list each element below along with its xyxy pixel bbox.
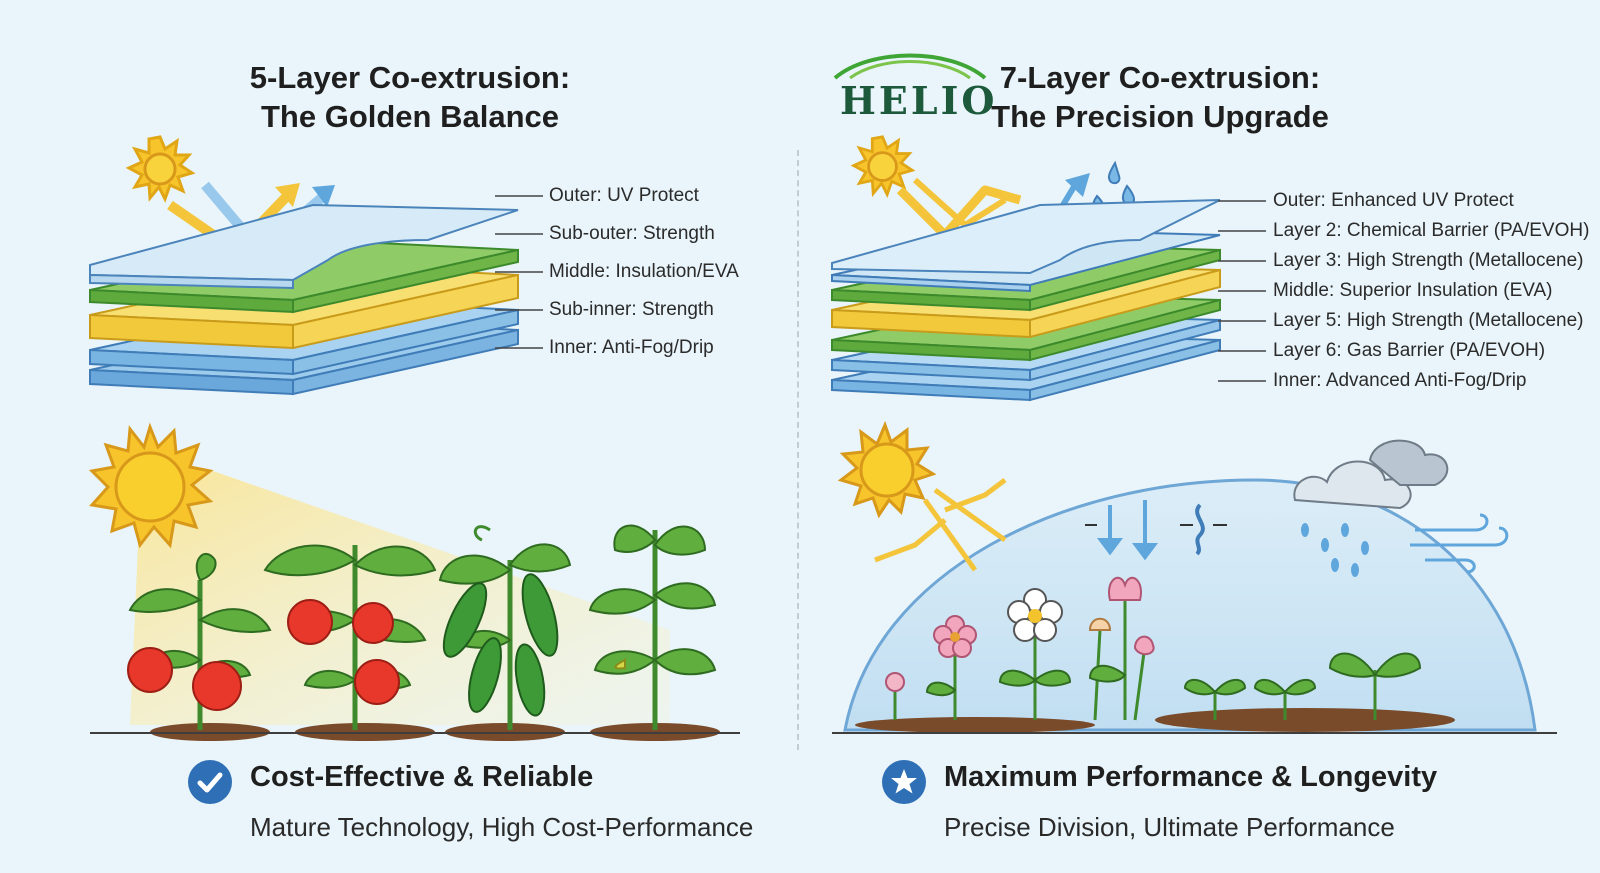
- right-benefit: Maximum Performance & Longevity Precise …: [882, 760, 1542, 850]
- helio-logo: HELIO: [830, 48, 995, 123]
- right-title: 7-Layer Co-extrusion: The Precision Upgr…: [975, 58, 1345, 136]
- right-title-line1: 7-Layer Co-extrusion:: [999, 60, 1321, 95]
- left-layer-label-3: Middle: Insulation/EVA: [549, 261, 739, 282]
- star-icon: [891, 769, 917, 794]
- flowers: [885, 576, 1155, 721]
- right-layer-label-5: Layer 5: High Strength (Metallocene): [1273, 310, 1584, 331]
- logo-arc-icon: [833, 53, 987, 80]
- check-icon: [197, 772, 223, 793]
- sun-icon: [125, 135, 196, 203]
- left-benefit-subtitle: Mature Technology, High Cost-Performance: [250, 812, 754, 842]
- crop-illustration: [127, 524, 720, 741]
- seven-layer-stack-diagram: [831, 199, 1221, 402]
- pepper-plant: [588, 524, 717, 730]
- light-arrows: [874, 478, 1007, 572]
- left-title: 5-Layer Co-extrusion: The Golden Balance: [140, 58, 680, 136]
- right-leader-lines: [1218, 200, 1266, 382]
- left-benefit: Cost-Effective & Reliable Mature Technol…: [188, 760, 768, 850]
- left-title-line2: The Golden Balance: [260, 99, 559, 134]
- check-badge: [188, 760, 232, 804]
- right-layer-label-6: Layer 6: Gas Barrier (PA/EVOH): [1273, 340, 1546, 361]
- five-layer-stack-diagram: [89, 203, 519, 396]
- right-benefit-subtitle: Precise Division, Ultimate Performance: [944, 812, 1395, 842]
- sun-icon-large: [88, 422, 214, 549]
- tomato-plant: [263, 544, 437, 730]
- right-benefit-title: Maximum Performance & Longevity: [944, 761, 1438, 793]
- right-layer-label-7: Inner: Advanced Anti-Fog/Drip: [1273, 370, 1527, 391]
- left-layer-label-2: Sub-outer: Strength: [549, 223, 715, 244]
- ground-line: [832, 732, 1557, 734]
- layer-outer: [89, 203, 519, 290]
- left-layer-label-1: Outer: UV Protect: [549, 185, 699, 206]
- left-title-line1: 5-Layer Co-extrusion:: [249, 60, 571, 95]
- sun-icon: [850, 135, 916, 198]
- greenhouse-dome-scene: [837, 420, 1537, 733]
- right-layer-label-3: Layer 3: High Strength (Metallocene): [1273, 250, 1584, 271]
- left-benefit-title: Cost-Effective & Reliable: [250, 761, 594, 793]
- star-badge: [882, 760, 926, 804]
- rain-cloud-icon: [1293, 439, 1449, 577]
- right-layer-label-2: Layer 2: Chemical Barrier (PA/EVOH): [1273, 220, 1590, 241]
- seedlings: [1183, 652, 1422, 720]
- ground-line: [90, 732, 740, 734]
- panel-divider: [797, 150, 799, 750]
- left-layer-label-5: Inner: Anti-Fog/Drip: [549, 337, 714, 358]
- right-layer-label-1: Outer: Enhanced UV Protect: [1273, 190, 1514, 211]
- sun-icon: [837, 420, 937, 519]
- wind-icon: [1410, 513, 1509, 574]
- cucumber-plant: [438, 525, 572, 730]
- layer-1: [831, 199, 1221, 275]
- left-panel: 5-Layer Co-extrusion: The Golden Balance: [0, 0, 790, 873]
- left-leader-lines: [495, 195, 543, 349]
- right-layer-label-4: Middle: Superior Insulation (EVA): [1273, 280, 1553, 301]
- tomato-plant: [127, 552, 272, 730]
- left-layer-label-4: Sub-inner: Strength: [549, 299, 714, 320]
- right-title-line2: The Precision Upgrade: [991, 99, 1329, 134]
- logo-text: HELIO: [840, 78, 998, 123]
- insulation-arrows-icon: [1085, 500, 1227, 561]
